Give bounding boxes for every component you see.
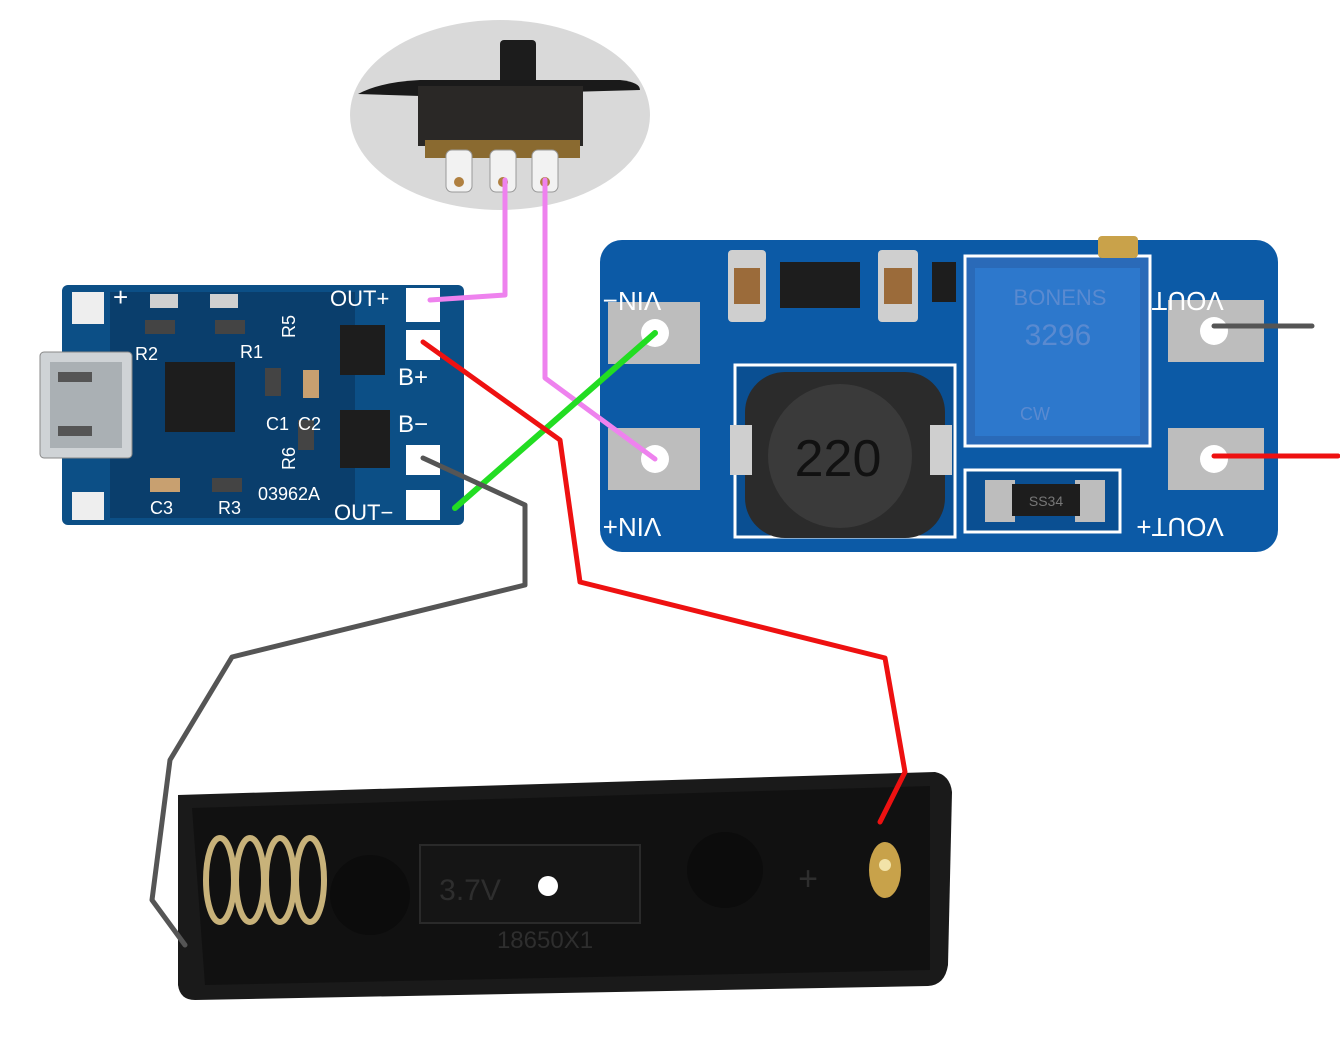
wire-switch-to-vin-plus [542,177,658,462]
board-code-label: 03962A [258,484,320,504]
out-plus-pad [406,288,440,322]
charger-board: OUT+ B+ B− OUT− + R2 R1 R5 C1 C2 R6 C3 R… [39,282,464,525]
inductor-label: 220 [795,430,882,488]
wire-switch-to-out-plus [427,177,508,303]
protection-ic [340,325,385,375]
r1-label: R1 [240,342,263,362]
out-minus-label: OUT− [334,500,393,525]
wires [149,177,1340,948]
schottky-diode [1012,484,1080,516]
out-plus-label: OUT+ [330,286,389,311]
led-right [210,294,238,308]
battery-model-label: 18650X1 [497,927,593,954]
diode-label: SS34 [1029,493,1063,509]
battery-holder: 3.7V 18650X1 + [178,772,952,1000]
charger-ic [165,362,235,432]
r2-label: R2 [135,344,158,364]
wire-out-minus-to-vin-minus [452,330,658,511]
holder-hole [538,876,558,896]
r6-label: R6 [279,447,299,470]
mosfet-ic [340,410,390,468]
led-left [150,294,178,308]
wire-b-plus-to-battery-plus [420,339,908,825]
pot-brand-label: BONENS [1014,285,1107,310]
battery-plus-label: + [798,860,818,898]
vin-minus-label: VIN− [603,286,662,316]
switch-pins [445,149,559,193]
pot-adjust-screw [1098,236,1138,258]
r5-label: R5 [279,315,299,338]
charger-plus-label: + [113,282,128,312]
pot-model-label: 3296 [1025,319,1092,352]
pot-cw-label: CW [1020,404,1050,424]
switch-pin-left [445,149,473,193]
r3-label: R3 [218,498,241,518]
slide-switch [350,20,650,210]
b-plus-label: B+ [398,364,428,391]
vout-plus-label: VOUT+ [1136,512,1223,542]
c2-label: C2 [298,414,321,434]
out-minus-pad [406,490,440,520]
boost-board: VIN− VIN+ VOUT− VOUT+ 220 BONENS 3296 CW… [600,236,1278,552]
wire-b-minus-to-battery-minus [149,455,528,948]
charger-pad-top-left [72,292,104,324]
charger-pad-bottom-left [72,492,104,520]
battery-spring [203,835,327,925]
c3-label: C3 [150,498,173,518]
boost-ic [780,262,860,308]
battery-voltage-label: 3.7V [439,874,501,907]
vin-plus-label: VIN+ [603,512,662,542]
b-minus-label: B− [398,411,428,438]
switch-body [418,86,583,146]
c1-label: C1 [266,414,289,434]
